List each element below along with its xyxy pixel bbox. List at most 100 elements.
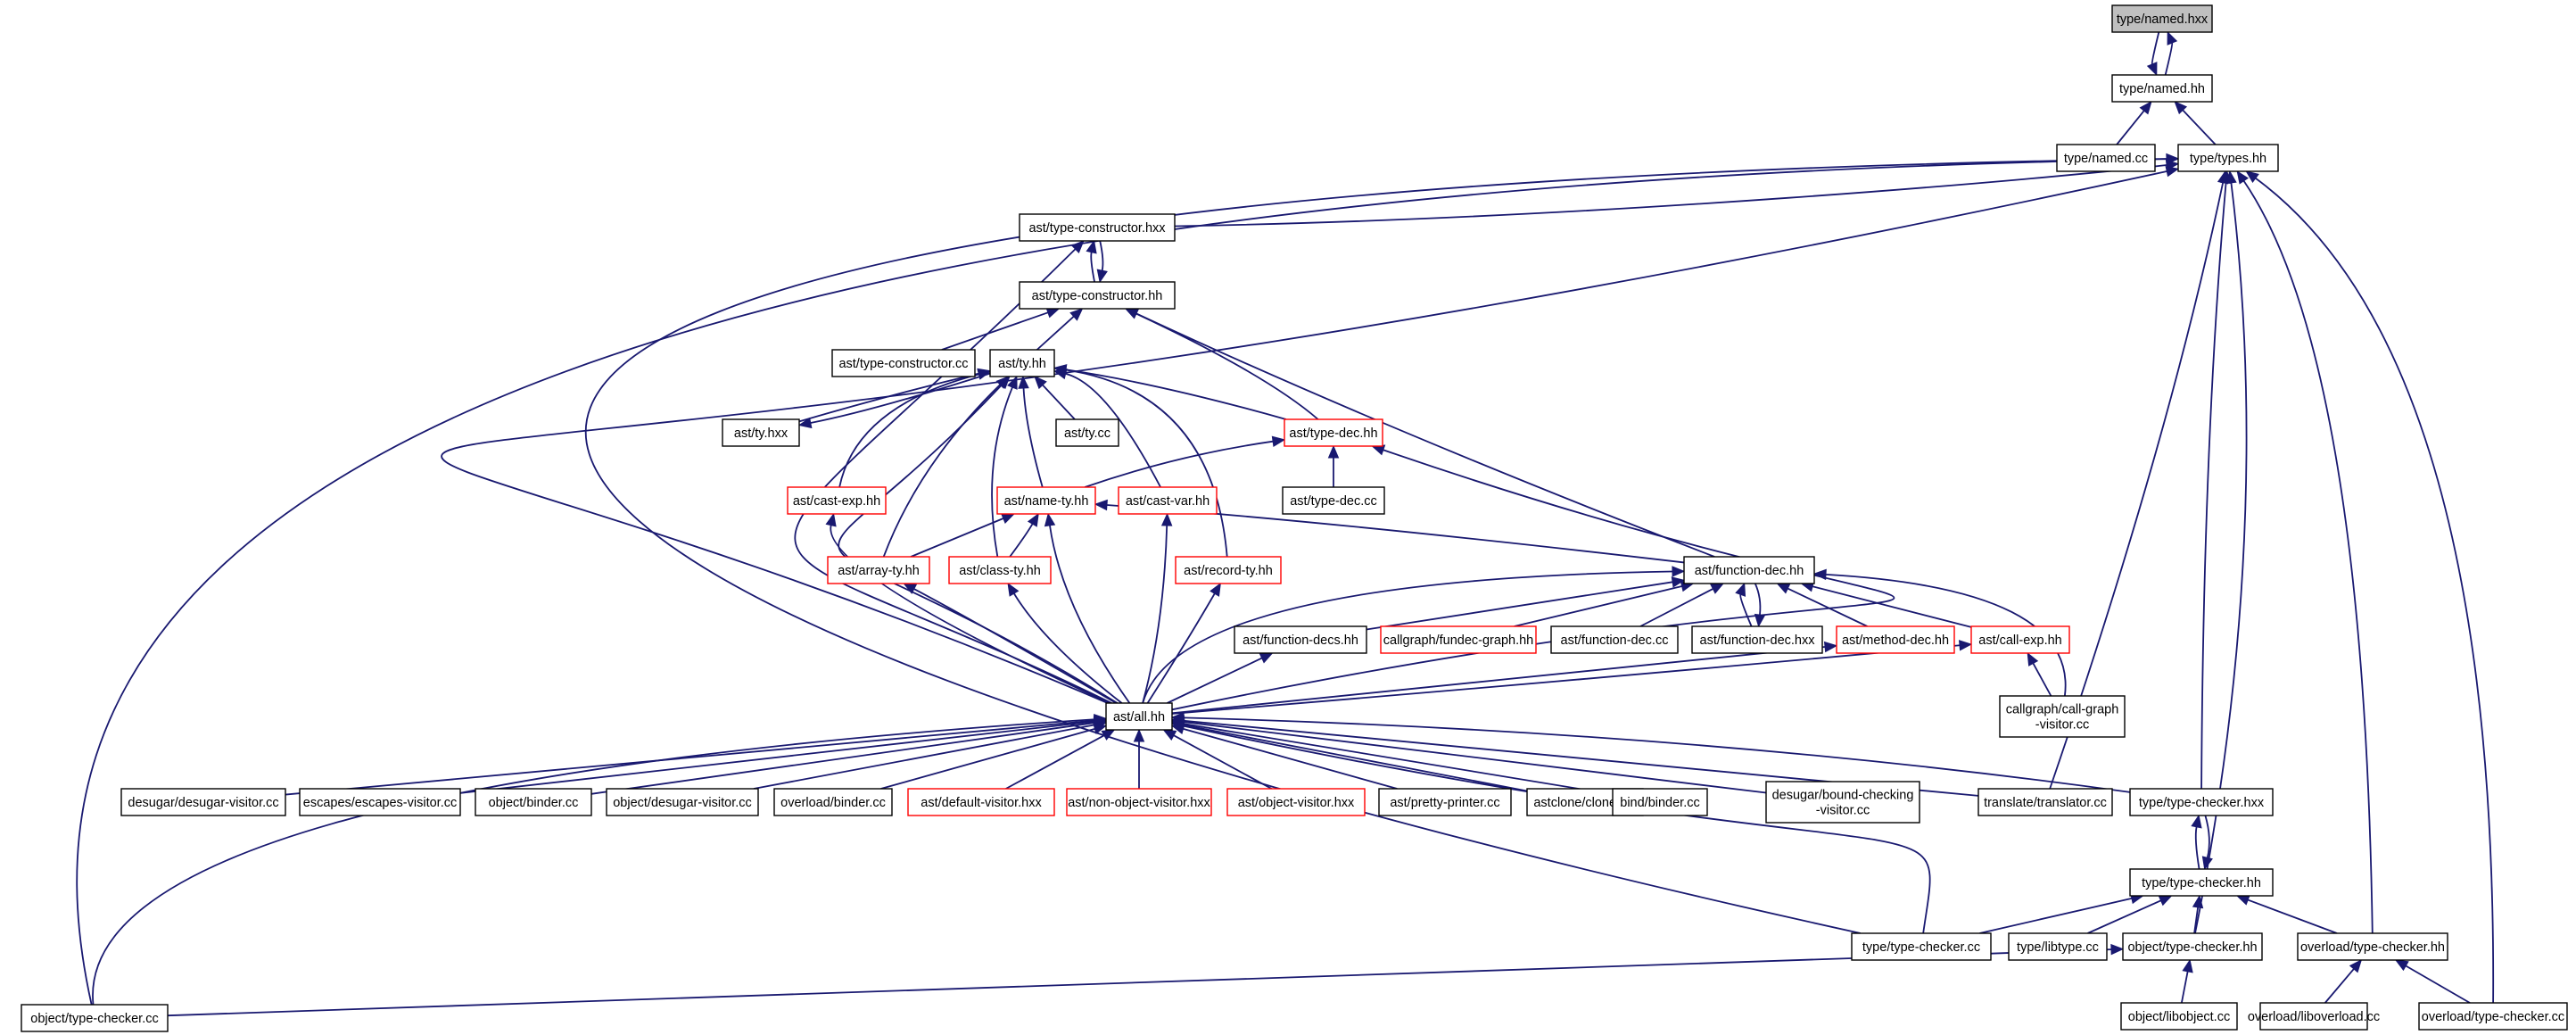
node-box bbox=[2111, 4, 2213, 33]
file-node-ast-record-ty-hh[interactable]: ast/record-ty.hh bbox=[1175, 556, 1282, 584]
edge-line bbox=[1049, 525, 1131, 704]
include-edge-n49-n45 bbox=[2394, 959, 2471, 1004]
edge-arrowhead bbox=[2167, 30, 2178, 46]
include-edge-n40-n3 bbox=[2200, 170, 2232, 790]
edge-line bbox=[2151, 31, 2160, 65]
include-edge-n26-n17 bbox=[1146, 582, 1221, 704]
edge-line bbox=[1754, 583, 1762, 616]
edge-arrowhead bbox=[1007, 582, 1020, 597]
edge-line bbox=[1173, 734, 1272, 790]
include-edge-n26-n19 bbox=[1167, 652, 1274, 704]
node-label: type/named.hh bbox=[2119, 82, 2205, 96]
node-box bbox=[1691, 625, 1823, 654]
file-node-ast-cast-exp-hh[interactable]: ast/cast-exp.hh bbox=[787, 486, 887, 515]
file-node-ast-non-object-visitor-hxx[interactable]: ast/non-object-visitor.hxx bbox=[1066, 788, 1212, 816]
node-label: ast/pretty-printer.cc bbox=[1390, 796, 1499, 810]
edge-line bbox=[1787, 587, 1868, 627]
file-node-ast-name-ty-hh[interactable]: ast/name-ty.hh bbox=[996, 486, 1096, 515]
file-node-ast-type-constructor-hxx: ast/type-constructor.hxx bbox=[1019, 213, 1176, 242]
file-node-ast-pretty-printer-cc: ast/pretty-printer.cc bbox=[1378, 788, 1512, 816]
node-box bbox=[787, 486, 887, 515]
node-box bbox=[1977, 788, 2113, 816]
file-node-ast-type-constructor-cc: ast/type-constructor.cc bbox=[831, 349, 976, 377]
node-box bbox=[299, 788, 461, 816]
edge-line bbox=[2200, 182, 2227, 790]
edge-arrowhead bbox=[2192, 894, 2204, 909]
dependency-edges bbox=[76, 30, 2495, 1017]
file-node-ast-class-ty-hh[interactable]: ast/class-ty.hh bbox=[948, 556, 1052, 584]
file-node-ast-function-dec-cc: ast/function-dec.cc bbox=[1550, 625, 1679, 654]
file-node-ast-object-visitor-hxx[interactable]: ast/object-visitor.hxx bbox=[1226, 788, 1366, 816]
node-label: overload/type-checker.hh bbox=[2300, 940, 2445, 955]
edge-line bbox=[441, 170, 2167, 704]
node-box bbox=[120, 788, 286, 816]
node-label: type/type-checker.hxx bbox=[2139, 796, 2265, 810]
edge-arrowhead bbox=[1125, 308, 1140, 319]
file-node-ast-call-exp-hh[interactable]: ast/call-exp.hh bbox=[1970, 625, 2070, 654]
include-edge-n7-n8 bbox=[797, 372, 991, 429]
include-edge-n41-n40 bbox=[2191, 814, 2202, 870]
file-node-ast-cast-var-hh[interactable]: ast/cast-var.hh bbox=[1118, 486, 1218, 515]
edge-line bbox=[1979, 898, 2133, 934]
edge-arrowhead bbox=[1094, 714, 1108, 725]
file-nodes: type/named.hxxtype/named.hhtype/named.cc… bbox=[21, 4, 2568, 1032]
node-label: type/named.hxx bbox=[2117, 12, 2209, 27]
node-box bbox=[831, 349, 976, 377]
node-box bbox=[907, 788, 1055, 816]
edge-arrowhead bbox=[1133, 728, 1145, 742]
node-box bbox=[1378, 788, 1512, 816]
file-node-ast-ty-hh: ast/ty.hh bbox=[989, 349, 1055, 377]
edge-arrowhead bbox=[1776, 583, 1791, 594]
include-edge-n18-n22 bbox=[1754, 583, 1766, 628]
edge-arrowhead bbox=[1027, 512, 1039, 527]
edge-line bbox=[2049, 182, 2225, 790]
node-label: -visitor.cc bbox=[2035, 717, 2089, 732]
edge-line bbox=[1005, 734, 1105, 790]
node-box bbox=[1284, 418, 1383, 447]
edge-line bbox=[285, 719, 1095, 796]
include-edge-n4-n3 bbox=[1174, 159, 2180, 228]
node-label: type/type-checker.cc bbox=[1862, 940, 1980, 955]
edge-arrowhead bbox=[1096, 269, 1108, 284]
node-box bbox=[1970, 625, 2070, 654]
node-label: ast/call-exp.hh bbox=[1978, 633, 2062, 648]
node-box bbox=[1226, 788, 1366, 816]
file-node-ast-array-ty-hh[interactable]: ast/array-ty.hh bbox=[827, 556, 930, 584]
edge-arrowhead bbox=[2110, 943, 2125, 956]
edge-line bbox=[1183, 721, 1767, 794]
edge-line bbox=[2255, 177, 2495, 1004]
include-edge-n26-n4 bbox=[794, 240, 1112, 704]
edge-arrowhead bbox=[1210, 582, 1221, 597]
include-edge-n25-n18 bbox=[1812, 568, 2067, 697]
file-node-callgraph-fundec-graph-hh[interactable]: callgraph/fundec-graph.hh bbox=[1380, 625, 1537, 654]
file-node-object-type-checker-cc: object/type-checker.cc bbox=[21, 1004, 169, 1032]
edge-line bbox=[1183, 723, 1614, 796]
file-node-type-libtype-cc: type/libtype.cc bbox=[2008, 932, 2108, 961]
edge-line bbox=[941, 311, 1049, 351]
edge-line bbox=[1042, 384, 1076, 420]
include-edge-n26-n13 bbox=[1044, 512, 1131, 704]
edge-line bbox=[910, 518, 1004, 558]
file-node-ast-default-visitor-hxx[interactable]: ast/default-visitor.hxx bbox=[907, 788, 1055, 816]
include-edge-n25-n24 bbox=[2027, 651, 2052, 697]
edge-line bbox=[2324, 968, 2355, 1004]
include-edge-n21-n18 bbox=[1639, 583, 1725, 627]
node-box bbox=[1066, 788, 1212, 816]
edge-line bbox=[1065, 373, 1161, 488]
edge-line bbox=[1171, 646, 1826, 715]
file-node-type-type-checker-cc: type/type-checker.cc bbox=[1851, 932, 1992, 961]
node-label: ast/type-constructor.cc bbox=[838, 357, 968, 371]
file-node-ast-type-constructor-hh: ast/type-constructor.hh bbox=[1019, 281, 1176, 310]
edge-arrowhead bbox=[2191, 814, 2202, 829]
edge-arrowhead bbox=[1160, 512, 1173, 526]
node-box bbox=[1019, 213, 1176, 242]
edge-arrowhead bbox=[2146, 62, 2158, 77]
node-label: ast/type-dec.hh bbox=[1289, 426, 1377, 441]
file-node-ast-method-dec-hh[interactable]: ast/method-dec.hh bbox=[1836, 625, 1955, 654]
file-node-bind-binder-cc: bind/binder.cc bbox=[1612, 788, 1708, 816]
include-edge-n42-n3 bbox=[585, 153, 2180, 934]
file-node-ast-type-dec-hh[interactable]: ast/type-dec.hh bbox=[1284, 418, 1383, 447]
edge-arrowhead bbox=[1958, 640, 1973, 651]
include-edge-n44-n3 bbox=[2194, 170, 2248, 934]
edge-line bbox=[1099, 240, 1104, 271]
